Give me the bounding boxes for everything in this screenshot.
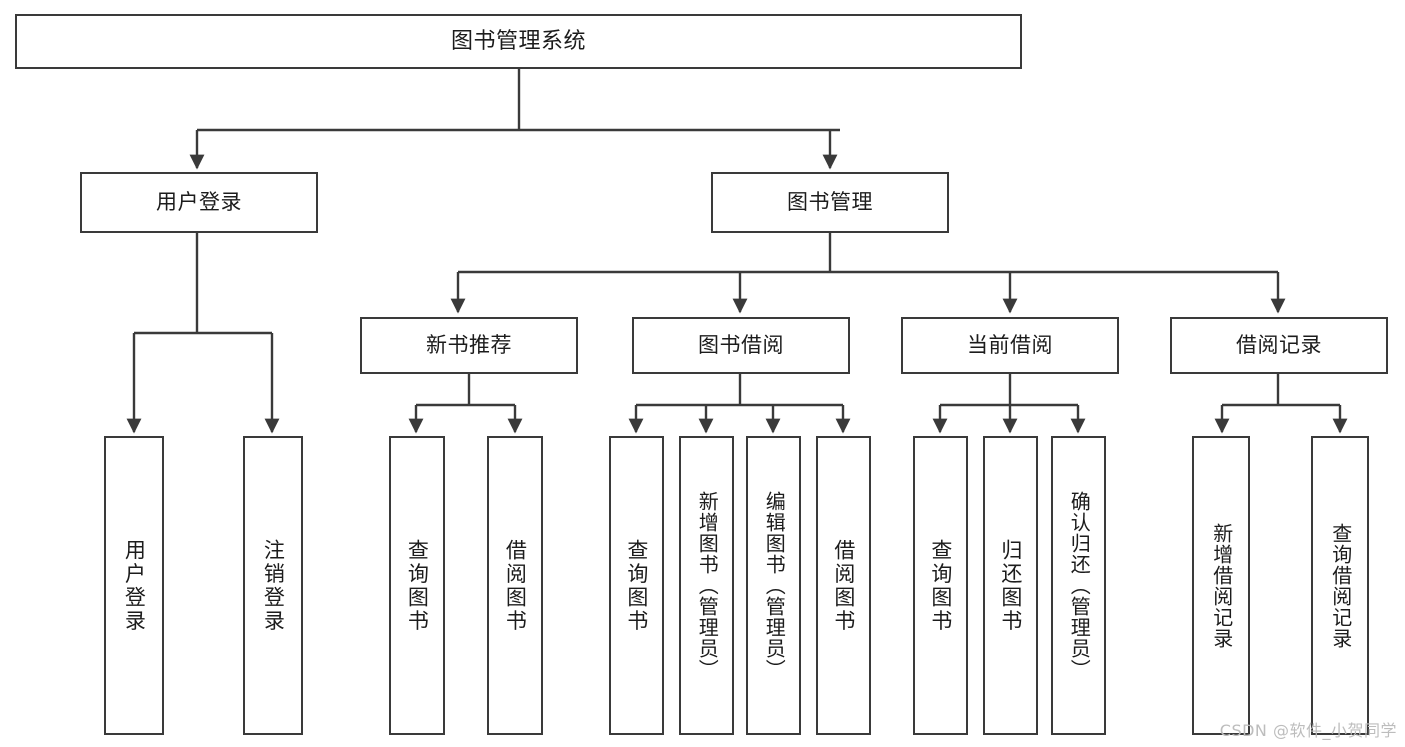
leaf-add-borrow-record[interactable]: 新增借阅记录 — [1192, 436, 1250, 735]
leaf-borrow-book[interactable]: 借阅图书 — [816, 436, 871, 735]
node-book-borrow[interactable]: 图书借阅 — [632, 317, 850, 374]
leaf-edit-book-admin[interactable]: 编辑图书（管理员） — [746, 436, 801, 735]
leaf-query-book-borrow[interactable]: 查询图书 — [609, 436, 664, 735]
leaf-user-login[interactable]: 用户登录 — [104, 436, 164, 735]
leaf-logout-login[interactable]: 注销登录 — [243, 436, 303, 735]
node-current-borrow[interactable]: 当前借阅 — [901, 317, 1119, 374]
node-book-management[interactable]: 图书管理 — [711, 172, 949, 233]
node-user-login[interactable]: 用户登录 — [80, 172, 318, 233]
leaf-return-book[interactable]: 归还图书 — [983, 436, 1038, 735]
leaf-confirm-return-admin[interactable]: 确认归还（管理员） — [1051, 436, 1106, 735]
leaf-query-book-current[interactable]: 查询图书 — [913, 436, 968, 735]
leaf-query-book-newbook[interactable]: 查询图书 — [389, 436, 445, 735]
node-borrow-record[interactable]: 借阅记录 — [1170, 317, 1388, 374]
leaf-query-borrow-record[interactable]: 查询借阅记录 — [1311, 436, 1369, 735]
node-new-book-recommend[interactable]: 新书推荐 — [360, 317, 578, 374]
leaf-add-book-admin[interactable]: 新增图书（管理员） — [679, 436, 734, 735]
leaf-borrow-book-newbook[interactable]: 借阅图书 — [487, 436, 543, 735]
csdn-watermark: CSDN @软件_小贺同学 — [1219, 721, 1397, 740]
node-root-system[interactable]: 图书管理系统 — [15, 14, 1022, 69]
